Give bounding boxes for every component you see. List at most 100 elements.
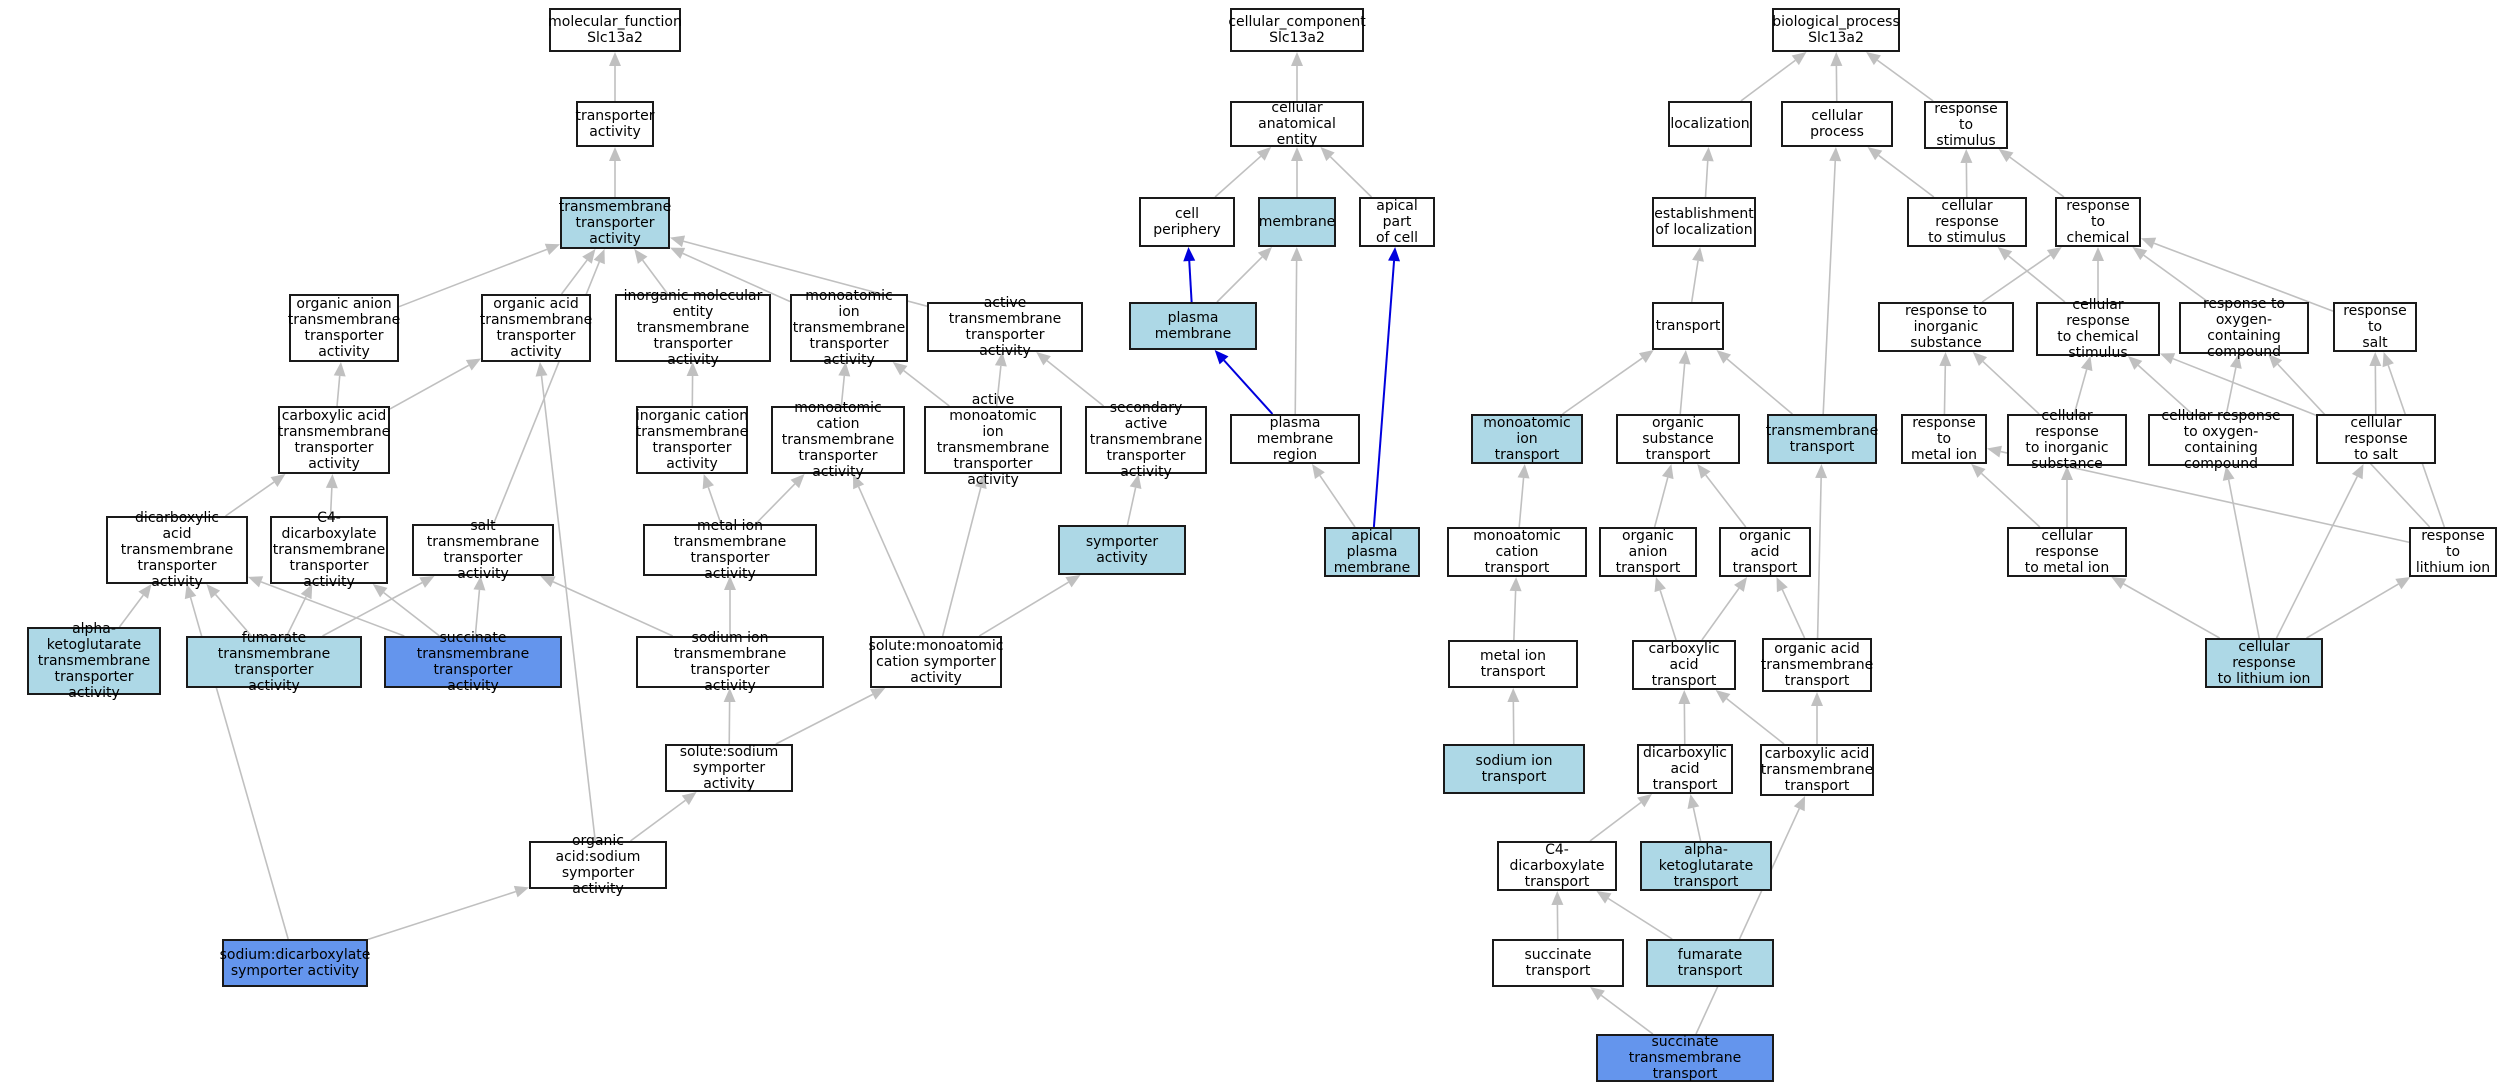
node-symporter-activity: symporter activity bbox=[1058, 525, 1186, 575]
edge-mf_sodium_ion-to-mf_salt bbox=[552, 581, 673, 637]
arrowhead-bp_succinate_tm-to-bp_carboxylic_tm bbox=[1793, 796, 1806, 812]
edge-bp_metal_ion_transport-to-bp_monoatomic_cation bbox=[1513, 590, 1517, 641]
edge-mf_fumarate-to-mf_dicarboxylic bbox=[215, 594, 253, 637]
arrowhead-bp_resp_oxygen-to-bp_response_chemical bbox=[2132, 247, 2148, 261]
node-organic-acid-transmembrane-transport: organic acid transmembrane transport bbox=[1761, 638, 1873, 692]
node-transmembrane-transport: transmembrane transport bbox=[1766, 414, 1878, 464]
edge-mf_c4_dicarboxylate-to-mf_carboxylic bbox=[329, 487, 333, 517]
node-establishment-of-localization: establishment of localization bbox=[1652, 197, 1756, 247]
arrowhead-cc_apical_pm-to-cc_pm_region bbox=[1312, 464, 1325, 479]
arrowhead-bp_dicarboxylic_transport-to-bp_carboxylic_transport bbox=[1678, 690, 1691, 705]
arrowhead-mf_alpha_kg-to-mf_dicarboxylic bbox=[138, 584, 152, 599]
node-alpha-ketoglutarate-transmembrane-transporter-activity: alpha-ketoglutarate transmembrane transp… bbox=[27, 621, 161, 701]
node-response-to-salt: response to salt bbox=[2333, 302, 2417, 352]
node-localization: localization bbox=[1668, 101, 1752, 147]
node-c4-dicarboxylate-transmembrane-transporter-activity: C4-dicarboxylate transmembrane transport… bbox=[270, 510, 388, 590]
edge-bp_cell_resp_lithium-to-bp_cell_resp_oxygen bbox=[2227, 479, 2260, 639]
node-monoatomic-cation-transmembrane-transporter-activity: monoatomic cation transmembrane transpor… bbox=[771, 400, 905, 480]
arrowhead-bp_cell_resp_chemical-to-bp_cell_resp_stimulus bbox=[1997, 247, 2013, 261]
arrowhead-mf_carboxylic-to-mf_organic_anion bbox=[333, 362, 346, 377]
arrowhead-cc_plasma_membrane-to-cc_membrane bbox=[1257, 247, 1272, 262]
arrowhead-bp_localization-to-bp_root bbox=[1791, 52, 1807, 66]
arrowhead-mf_tm_transporter-to-mf_transporter bbox=[609, 147, 621, 161]
arrowhead-mf_sodium_dicarboxylate-to-mf_dicarboxylic bbox=[184, 584, 197, 600]
arrowhead-bp_cell_resp_oxygen-to-bp_cell_resp_chemical bbox=[2127, 356, 2143, 370]
edge-cc_plasma_membrane-to-cc_membrane bbox=[1216, 256, 1263, 303]
arrowhead-mf_succinate-to-mf_dicarboxylic bbox=[248, 576, 264, 588]
node-sodium-ion-transmembrane-transporter-activity: sodium ion transmembrane transporter act… bbox=[636, 630, 824, 694]
arrowhead-bp_carboxylic_tm-to-bp_organic_acid_tm bbox=[1811, 692, 1823, 706]
edge-bp_transport-to-bp_establishment bbox=[1690, 260, 1699, 303]
edge-mf_inorganic_molecular-to-mf_tm_transporter bbox=[642, 259, 669, 295]
node-organic-acid-transport: organic acid transport bbox=[1719, 527, 1811, 577]
arrowhead-cc_anatomical-to-cc_root bbox=[1291, 52, 1303, 66]
node-transmembrane-transporter-activity: transmembrane transporter activity bbox=[558, 197, 672, 249]
arrowhead-mf_inorganic_cation-to-mf_inorganic_molecular bbox=[686, 362, 699, 377]
edge-bp_organic_acid_tm-to-bp_tm_transport bbox=[1816, 477, 1822, 639]
node-dicarboxylic-acid-transmembrane-transporter-activity: dicarboxylic acid transmembrane transpor… bbox=[106, 510, 248, 590]
edge-bp_establishment-to-bp_localization bbox=[1704, 160, 1709, 198]
node-active-transmembrane-transporter-activity: active transmembrane transporter activit… bbox=[927, 295, 1083, 359]
node-cellular-response-to-oxygen-containing-compound: cellular response to oxygen-containing c… bbox=[2148, 408, 2294, 472]
node-transporter-activity: transporter activity bbox=[575, 101, 655, 147]
node-apical-plasma-membrane: apical plasma membrane bbox=[1324, 527, 1420, 577]
edge-mf_carboxylic-to-mf_organic_acid bbox=[389, 364, 470, 410]
arrowhead-mf_monoatomic_ion-to-mf_tm_transporter bbox=[670, 247, 686, 259]
arrowhead-mf_organic_anion-to-mf_tm_transporter bbox=[544, 243, 560, 255]
node-plasma-membrane-region: plasma membrane region bbox=[1230, 414, 1360, 464]
edge-mf_dicarboxylic-to-mf_carboxylic bbox=[225, 481, 275, 517]
edge-mf_succinate-to-mf_c4_dicarboxylate bbox=[383, 591, 441, 637]
edge-bp_response_stimulus-to-bp_root bbox=[1876, 59, 1934, 102]
arrowhead-bp_organic_substance-to-bp_transport bbox=[1678, 350, 1691, 365]
edge-bp_resp_inorganic-to-bp_response_chemical bbox=[1981, 254, 2051, 303]
arrowhead-bp_cell_resp_stimulus-to-bp_cellular_process bbox=[1867, 147, 1883, 161]
arrowhead-bp_monoatomic_ion_transport-to-bp_transport bbox=[1638, 350, 1654, 363]
edge-bp_resp_lithium-to-bp_resp_metal_ion bbox=[2000, 450, 2410, 544]
node-plasma-membrane: plasma membrane bbox=[1129, 302, 1257, 350]
arrowhead-bp_resp_inorganic-to-bp_response_chemical bbox=[2046, 247, 2062, 260]
arrowhead-bp_cell_resp_lithium-to-bp_cell_resp_oxygen bbox=[2222, 466, 2235, 481]
node-metal-ion-transmembrane-transporter-activity: metal ion transmembrane transporter acti… bbox=[643, 518, 817, 582]
arrowhead-mf_solute_monoatomic-to-mf_active_monoatomic bbox=[974, 474, 987, 490]
arrowhead-bp_sodium_ion_transport-to-bp_metal_ion_transport bbox=[1507, 688, 1520, 703]
arrowhead-bp_tm_transport-to-bp_cellular_process bbox=[1829, 147, 1842, 162]
arrowhead-mf_succinate-to-mf_salt bbox=[473, 576, 486, 591]
edge-mf_monoatomic_cation-to-mf_monoatomic_ion bbox=[840, 375, 846, 407]
arrowhead-mf_sodium_ion-to-mf_salt bbox=[540, 576, 556, 588]
arrowhead-bp_organic_acid_tm-to-bp_tm_transport bbox=[1815, 464, 1828, 479]
edge-mf_organic_acid_sodium-to-mf_solute_sodium bbox=[629, 799, 686, 842]
node-solute-sodium-symporter-activity: solute:sodium symporter activity bbox=[665, 744, 793, 792]
node-c4-dicarboxylate-transport: C4-dicarboxylate transport bbox=[1497, 841, 1617, 891]
arrowhead-cc_plasma_membrane-to-cc_periphery bbox=[1183, 247, 1196, 262]
arrowhead-bp_cell_resp_lithium-to-bp_cell_resp_metal bbox=[2111, 577, 2127, 590]
arrowhead-bp_cell_resp_salt-to-bp_cell_resp_chemical bbox=[2160, 353, 2176, 365]
edge-mf_organic_anion-to-mf_tm_transporter bbox=[398, 248, 548, 308]
node-carboxylic-acid-transport: carboxylic acid transport bbox=[1632, 640, 1736, 690]
edge-mf_sodium_dicarboxylate-to-mf_organic_acid_sodium bbox=[367, 890, 516, 941]
node-cellular-response-to-lithium-ion: cellular response to lithium ion bbox=[2205, 638, 2323, 688]
arrowhead-mf_active_monoatomic-to-mf_active_tm bbox=[994, 352, 1007, 367]
arrowhead-mf_active_monoatomic-to-mf_monoatomic_ion bbox=[892, 362, 908, 376]
arrowhead-bp_metal_ion_transport-to-bp_monoatomic_cation bbox=[1509, 577, 1522, 592]
arrowhead-mf_salt-to-mf_tm_transporter bbox=[593, 249, 605, 265]
node-cellular-response-to-metal-ion: cellular response to metal ion bbox=[2007, 527, 2127, 577]
arrowhead-bp_cell_resp_salt-to-bp_resp_salt bbox=[2369, 352, 2382, 367]
arrowhead-cc_apical_pm-to-cc_apical_part bbox=[1388, 247, 1401, 262]
node-molecular-function-root: molecular_function Slc13a2 bbox=[548, 8, 682, 52]
arrowhead-mf_carboxylic-to-mf_organic_acid bbox=[465, 358, 481, 371]
arrowhead-cc_periphery-to-cc_anatomical bbox=[1256, 147, 1272, 161]
edge-cc_apical_pm-to-cc_apical_part bbox=[1372, 260, 1396, 528]
arrowhead-bp_cell_resp_inorganic-to-bp_cell_resp_chemical bbox=[2080, 356, 2093, 372]
node-succinate-transmembrane-transport: succinate transmembrane transport bbox=[1596, 1034, 1774, 1082]
edge-bp_cell_resp_oxygen-to-bp_resp_oxygen bbox=[2225, 367, 2237, 415]
arrowhead-mf_dicarboxylic-to-mf_carboxylic bbox=[270, 474, 286, 487]
edge-bp_localization-to-bp_root bbox=[1740, 59, 1796, 102]
arrowhead-bp_succinate_tm-to-bp_succinate_transport bbox=[1590, 987, 1605, 1001]
edge-mf_monoatomic_ion-to-mf_tm_transporter bbox=[682, 252, 791, 303]
edge-mf_metal_ion-to-mf_monoatomic_cation bbox=[754, 483, 796, 525]
edge-mf_fumarate-to-mf_salt bbox=[322, 581, 423, 637]
arrowhead-cc_apical_part-to-cc_anatomical bbox=[1320, 147, 1335, 162]
edge-bp_tm_transport-to-bp_transport bbox=[1726, 358, 1793, 415]
edge-mf_active_monoatomic-to-mf_monoatomic_ion bbox=[903, 369, 950, 407]
arrowhead-mf_organic_acid_sodium-to-mf_organic_acid bbox=[535, 362, 548, 377]
